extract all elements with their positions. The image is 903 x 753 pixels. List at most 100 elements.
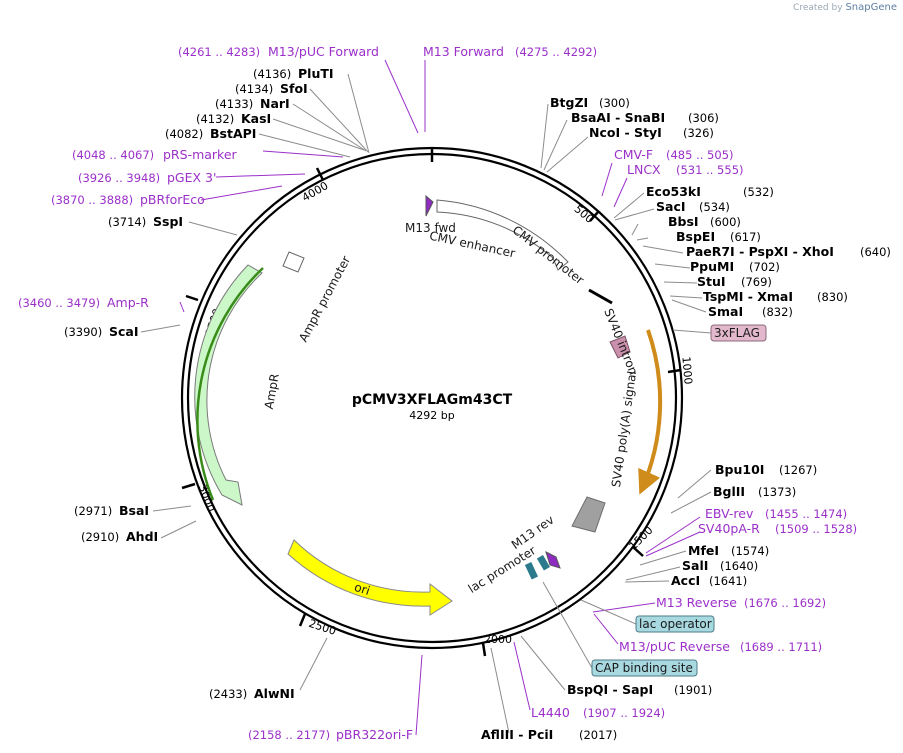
enzyme-afliii-pcii[interactable]: AflIII - PciI [481,727,553,742]
svg-text:(3870 .. 3888): (3870 .. 3888) [51,193,133,207]
svg-text:(4082): (4082) [165,127,203,141]
enzyme-acci[interactable]: AccI [671,573,700,588]
svg-text:(3390): (3390) [64,325,102,339]
enzyme-bspqi-sapi[interactable]: BspQI - SapI [567,682,653,697]
svg-text:(4132): (4132) [196,112,234,126]
enzyme-ncoi-styi[interactable]: NcoI - StyI [589,125,662,140]
enzyme-alwni[interactable]: AlwNI [254,686,295,701]
sv40-polyA-box[interactable] [571,496,606,533]
svg-text:(2971): (2971) [74,504,112,518]
enzymes-right: BtgZI (300) BsaAI - SnaBI (306) NcoI - S… [481,95,891,742]
svg-text:(640): (640) [860,245,891,259]
enzyme-nari[interactable]: NarI [260,96,290,111]
label-m13-fwd: M13 fwd [405,221,456,235]
ori-arrow[interactable] [287,539,453,616]
svg-text:(600): (600) [710,215,741,229]
enzyme-paer7i-pspxi-xhoi[interactable]: PaeR7I - PspXI - XhoI [686,244,834,259]
primer-lncx[interactable]: LNCX [627,162,661,177]
cap-box[interactable] [536,554,550,571]
label-ori: ori [353,580,372,598]
svg-text:(2017): (2017) [579,728,617,742]
svg-text:(1689 .. 1711): (1689 .. 1711) [740,640,822,654]
svg-text:(4136): (4136) [253,67,291,81]
enzyme-stui[interactable]: StuI [697,274,726,289]
enzyme-eco53ki[interactable]: Eco53kI [646,184,701,199]
primer-prs-marker[interactable]: pRS-marker [163,147,238,162]
box-3xflag[interactable] [710,324,767,342]
enzyme-scai[interactable]: ScaI [109,324,139,339]
svg-text:(532): (532) [743,185,774,199]
enzyme-bglii[interactable]: BglII [713,484,745,499]
enzyme-ahdi[interactable]: AhdI [126,529,158,544]
primer-cmv-f[interactable]: CMV-F [614,147,653,162]
lac-promoter-box[interactable] [524,562,539,580]
svg-text:(4261 .. 4283): (4261 .. 4283) [178,45,260,59]
svg-text:(3460 .. 3479): (3460 .. 3479) [18,296,100,310]
ampr-promoter-arrow[interactable] [282,251,305,273]
sv40-intron-bar[interactable] [588,288,613,305]
svg-text:(2433): (2433) [209,687,247,701]
plasmid-size: 4292 bp [409,409,454,422]
enzyme-bspei[interactable]: BspEI [676,229,715,244]
ampr-arrow[interactable] [194,264,263,506]
primer-sv40pa-r[interactable]: SV40pA-R [698,521,760,536]
enzyme-pluti[interactable]: PluTI [298,66,334,81]
enzyme-ppumi[interactable]: PpuMI [690,259,734,274]
primer-labels: (4261 .. 4283) M13/pUC Forward M13 Forwa… [18,44,857,742]
svg-text:(4275 .. 4292): (4275 .. 4292) [515,45,597,59]
box-cap-binding-site[interactable] [591,659,698,677]
svg-text:(1373): (1373) [758,485,796,499]
enzyme-smai[interactable]: SmaI [708,304,743,319]
enzyme-sspi[interactable]: SspI [153,214,183,229]
enzyme-kasi[interactable]: KasI [241,111,271,126]
primer-pbr322ori-f[interactable]: pBR322ori-F [336,727,413,742]
tick-1000: 1000 [679,356,694,385]
enzyme-saci[interactable]: SacI [656,199,686,214]
primer-ebv-rev[interactable]: EBV-rev [705,506,754,521]
enzyme-sfoi[interactable]: SfoI [280,81,308,96]
primer-l4440[interactable]: L4440 [531,705,570,720]
svg-text:(3926 .. 3948): (3926 .. 3948) [78,171,160,185]
svg-text:(4134): (4134) [235,82,273,96]
enzyme-bpu10i[interactable]: Bpu10I [715,462,764,477]
box-lac-operator[interactable] [635,615,715,633]
svg-text:(300): (300) [599,96,630,110]
primer-pbrforeco[interactable]: pBRforEco [140,192,205,207]
svg-text:(1676 .. 1692): (1676 .. 1692) [744,596,826,610]
enzyme-bstapi[interactable]: BstAPI [210,126,256,141]
cmv-enhancer-arrow[interactable] [436,199,569,271]
enzyme-mfei[interactable]: MfeI [688,543,719,558]
svg-text:(702): (702) [749,260,780,274]
svg-text:(617): (617) [730,230,761,244]
svg-text:(1907 .. 1924): (1907 .. 1924) [583,706,665,720]
m13-fwd-arrow[interactable] [425,194,434,217]
credit-prefix: Created by [793,3,843,13]
svg-text:(1574): (1574) [731,544,769,558]
cds-arc[interactable] [638,329,663,495]
svg-text:(326): (326) [683,126,714,140]
primer-amp-r[interactable]: Amp-R [107,295,149,310]
enzyme-bbsi[interactable]: BbsI [668,214,699,229]
label-m13-rev: M13 rev [509,513,557,552]
primer-m13-puc-reverse[interactable]: M13/pUC Reverse [619,639,730,654]
m13-rev-arrow[interactable] [545,551,561,569]
primer-pgex-3[interactable]: pGEX 3' [167,170,216,185]
3xflag-marker[interactable] [609,335,631,359]
enzyme-tspmi-xmai[interactable]: TspMI - XmaI [703,289,793,304]
primer-m13-puc-forward[interactable]: M13/pUC Forward [268,44,379,59]
label-sv40-intron: SV40 intron [601,306,640,376]
boxed-features: 3xFLAG lac operator CAP binding site [542,324,767,677]
enzyme-sali[interactable]: SalI [682,558,708,573]
svg-text:(3714): (3714) [108,215,146,229]
svg-text:(485 .. 505): (485 .. 505) [666,148,734,162]
primer-m13-forward[interactable]: M13 Forward [423,44,504,59]
enzymes-left: (4136) PluTI (4134) SfoI (4133) NarI (41… [64,66,334,701]
enzyme-bsaai-snabi[interactable]: BsaAI - SnaBI [571,110,665,125]
enzyme-btgzi[interactable]: BtgZI [550,95,588,110]
enzyme-bsai[interactable]: BsaI [119,503,149,518]
primer-m13-reverse[interactable]: M13 Reverse [656,595,737,610]
svg-text:(830): (830) [817,290,848,304]
tick-3000: 3000 [196,483,218,514]
svg-text:(1509 .. 1528): (1509 .. 1528) [775,522,857,536]
